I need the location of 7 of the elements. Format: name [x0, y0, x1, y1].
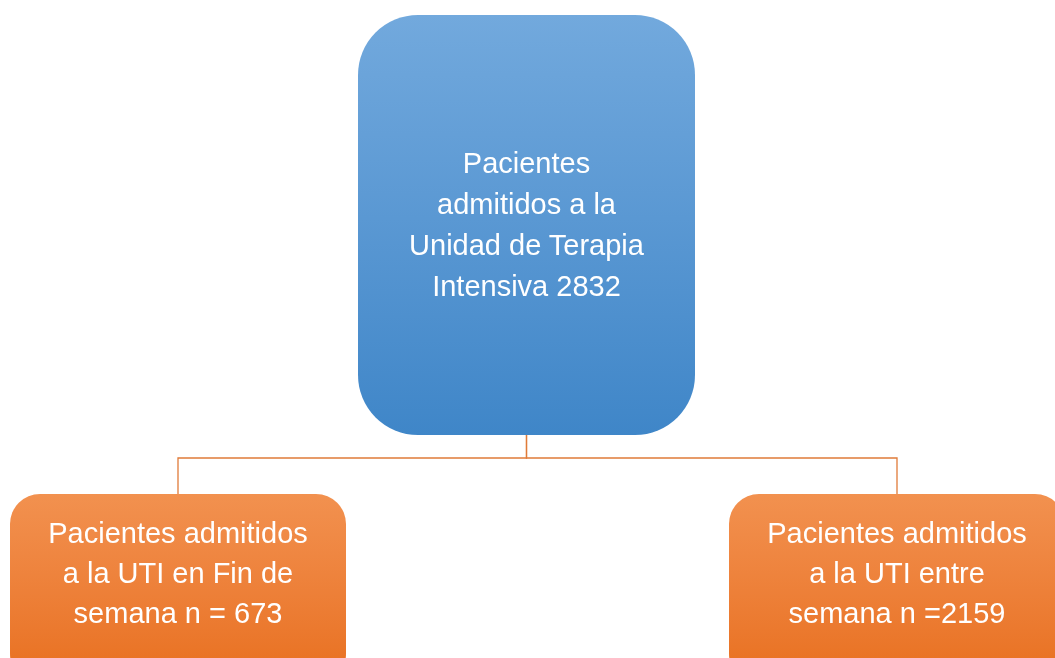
box-text: Pacientes admitidos a la UTI en Fin de semana n = 673 [47, 516, 309, 631]
connector-line [525, 434, 898, 495]
box-text: Pacientes admitidos a la Unidad de Terapia Intensiva 2832 [408, 146, 645, 304]
process-box [10, 494, 346, 658]
process-box [358, 15, 695, 435]
box-text: Pacientes admitidos a la UTI entre semana n =2159 [766, 516, 1028, 631]
process-box [729, 494, 1055, 658]
